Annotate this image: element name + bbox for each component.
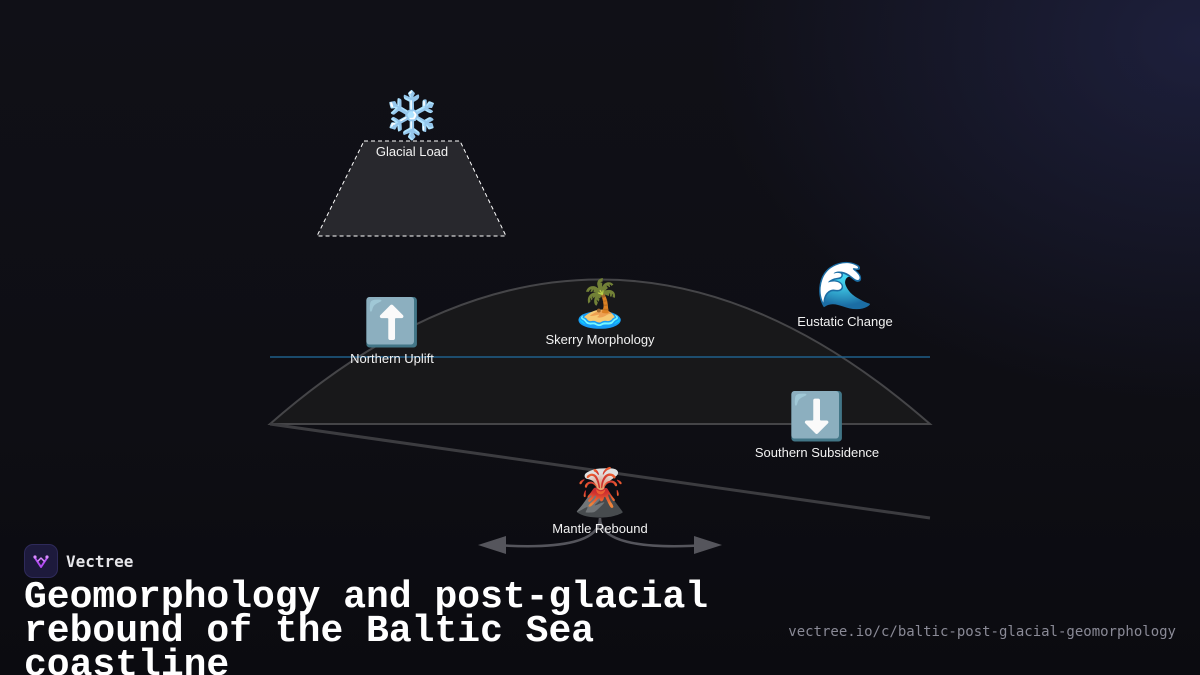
node-label: Eustatic Change xyxy=(797,314,893,329)
node-label: Glacial Load xyxy=(375,144,449,159)
desert-island-icon: 🏝️ xyxy=(571,277,629,329)
water-wave-icon: 🌊 xyxy=(816,259,874,311)
node-label: Northern Uplift xyxy=(350,351,434,366)
brand: Vectree xyxy=(24,544,133,578)
tilt-beam xyxy=(269,422,931,520)
up-arrow-icon: ⬆️ xyxy=(363,296,421,348)
node-skerry-morphology: 🏝️ Skerry Morphology xyxy=(545,276,654,348)
volcano-icon: 🌋 xyxy=(571,466,629,518)
node-eustatic-change: 🌊 Eustatic Change xyxy=(797,258,892,330)
vectree-logo-icon xyxy=(24,544,58,578)
down-arrow-icon: ⬇️ xyxy=(788,390,846,442)
rebound-arc xyxy=(494,517,709,548)
page-title: Geomorphology and post-glacial rebound o… xyxy=(24,576,709,675)
node-northern-uplift: ⬆️ Northern Uplift xyxy=(350,295,434,367)
node-southern-subsidence: ⬇️ Southern Subsidence xyxy=(755,389,879,461)
snowflake-icon: ❄️ xyxy=(383,89,441,141)
glacier-shape xyxy=(316,140,507,237)
source-url[interactable]: vectree.io/c/baltic-post-glacial-geomorp… xyxy=(788,624,1176,640)
node-label: Southern Subsidence xyxy=(754,445,880,460)
brand-name: Vectree xyxy=(66,551,134,571)
crust-landmass xyxy=(267,278,933,425)
rebound-arrowhead-right xyxy=(694,536,722,554)
node-label: Mantle Rebound xyxy=(552,521,648,536)
node-label: Skerry Morphology xyxy=(545,332,655,347)
node-mantle-rebound: 🌋 Mantle Rebound xyxy=(552,465,647,537)
rebound-arrowhead-left xyxy=(478,536,506,554)
node-glacial-load: ❄️ Glacial Load xyxy=(376,88,448,160)
